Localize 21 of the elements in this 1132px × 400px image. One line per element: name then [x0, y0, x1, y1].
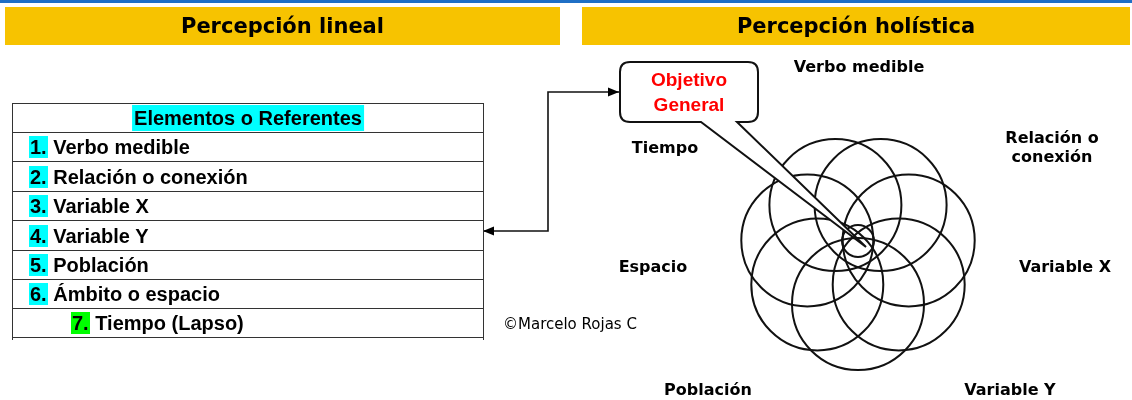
table-cell-text: 1. Verbo medible: [29, 135, 190, 160]
section-header: Percepción holística: [582, 7, 1130, 45]
element-label: Relación o conexión: [1004, 128, 1100, 166]
arrow: [482, 87, 620, 236]
copyright-note: ©Marcelo Rojas C: [503, 315, 638, 333]
table-header-cell: Elementos o Referentes: [132, 105, 364, 131]
element-label: Verbo medible: [792, 57, 926, 76]
element-label: Tiempo: [630, 138, 700, 157]
table-cell-text: 7. Tiempo (Lapso): [71, 311, 244, 336]
element-label: Variable X: [1017, 257, 1113, 276]
table-cell-text: 2. Relación o conexión: [29, 164, 248, 190]
table-cell-text: 3. Variable X: [29, 194, 149, 219]
callout-text: Objetivo General: [650, 68, 728, 117]
element-label: Espacio: [617, 257, 689, 276]
table: [12, 103, 484, 340]
section-header: Percepción lineal: [5, 7, 560, 45]
table-cell-text: 4. Variable Y: [29, 223, 149, 249]
table-cell-text: 5. Población: [29, 253, 149, 278]
element-label: Variable Y: [963, 380, 1057, 399]
element-label: Población: [663, 380, 753, 399]
table-cell-text: 6. Ámbito o espacio: [29, 282, 220, 307]
